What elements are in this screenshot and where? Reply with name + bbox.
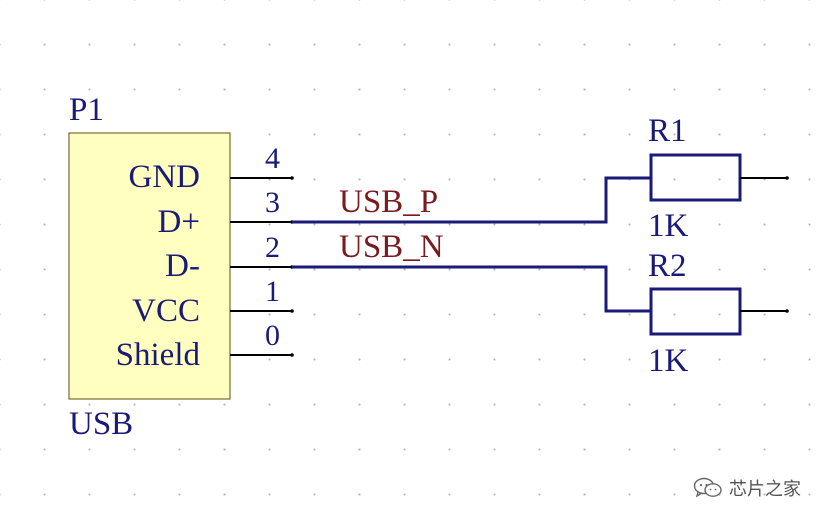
wire-usb-n bbox=[292, 265, 650, 313]
pin-number-0: 0 bbox=[265, 319, 280, 352]
r1-value: 1K bbox=[648, 208, 689, 244]
pin-name-gnd: GND bbox=[128, 159, 201, 195]
component-designator: P1 bbox=[69, 92, 104, 128]
watermark-text: 芯片之家 bbox=[729, 479, 801, 500]
pin-stubs bbox=[230, 177, 292, 356]
net-label-usb-n: USB_N bbox=[339, 229, 444, 265]
wechat-icon bbox=[693, 477, 722, 498]
pin-name-vcc: VCC bbox=[132, 293, 200, 329]
resistor-r1 bbox=[649, 153, 789, 202]
pin-number-4: 4 bbox=[265, 142, 280, 175]
component-comment: USB bbox=[69, 406, 134, 442]
r2-designator: R2 bbox=[648, 248, 687, 284]
pin-names: GND D+ D- VCC Shield bbox=[69, 133, 200, 399]
pin-number-3: 3 bbox=[265, 186, 280, 219]
r1-designator: R1 bbox=[648, 113, 687, 149]
r2-value: 1K bbox=[648, 343, 689, 379]
pin-name-dplus: D+ bbox=[157, 204, 200, 240]
pin-name-dminus: D- bbox=[165, 248, 200, 284]
wire-usb-p bbox=[292, 176, 650, 224]
connector-body bbox=[68, 132, 231, 400]
net-label-usb-p: USB_P bbox=[339, 184, 439, 220]
pin-name-shield: Shield bbox=[115, 337, 200, 373]
watermark: 芯片之家 bbox=[693, 475, 801, 501]
wires bbox=[292, 176, 650, 313]
resistor-r2 bbox=[649, 287, 789, 336]
pin-number-2: 2 bbox=[265, 231, 280, 264]
pin-number-1: 1 bbox=[265, 275, 280, 308]
